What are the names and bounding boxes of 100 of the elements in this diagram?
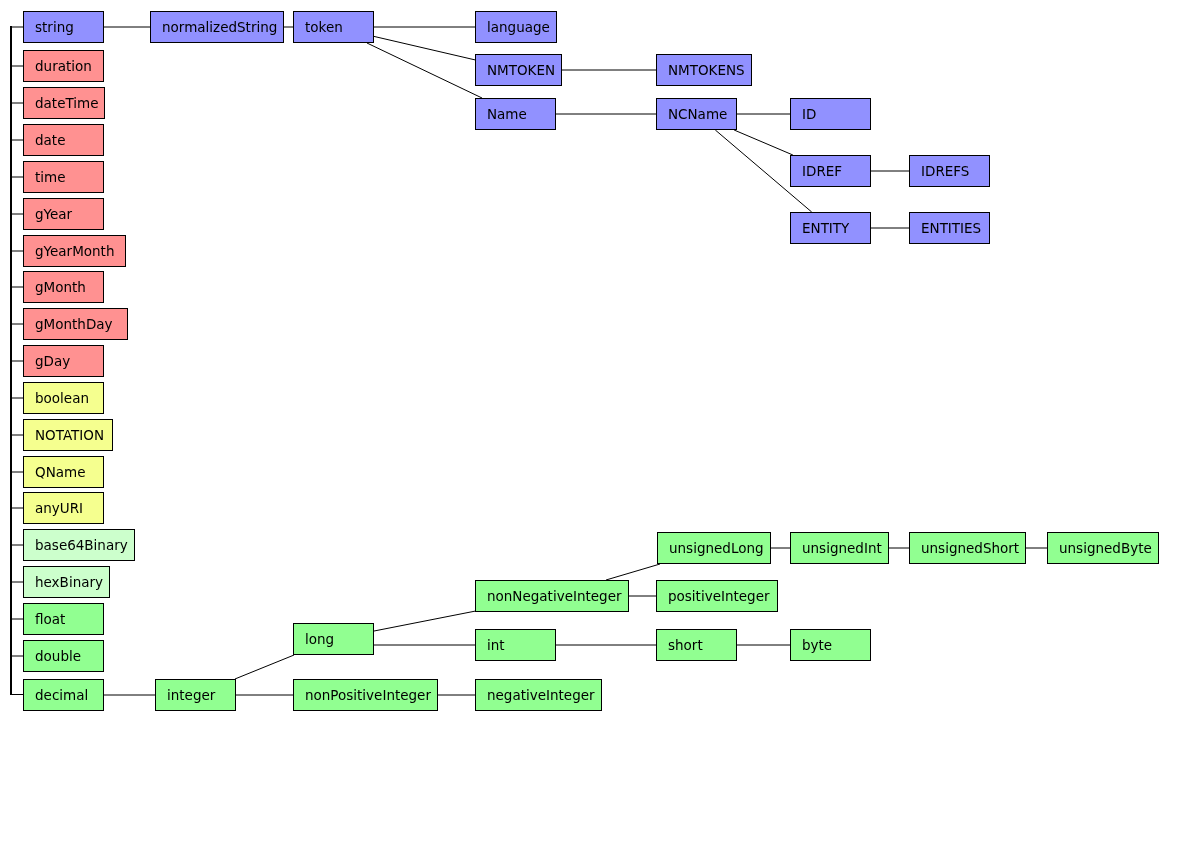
connector-line [11, 694, 24, 695]
type-box [23, 271, 104, 303]
connector-line [11, 139, 24, 141]
connector-line [234, 654, 295, 680]
connector-line [736, 113, 791, 115]
type-name: double [35, 648, 81, 664]
connector-line [870, 170, 910, 172]
type-box [23, 345, 104, 377]
connector-line [283, 26, 294, 28]
type-name: byte [802, 637, 833, 653]
type-name: gYear [35, 206, 73, 222]
type-name: unsignedLong [669, 540, 764, 556]
type-box [23, 529, 135, 561]
type-box [790, 155, 871, 187]
type-name: gDay [35, 353, 71, 369]
type-box [790, 212, 871, 244]
type-name: ENTITY [802, 220, 850, 236]
connector-line [373, 35, 476, 61]
type-name: NMTOKEN [487, 62, 556, 78]
type-name: unsignedByte [1059, 540, 1152, 556]
type-box [790, 98, 871, 130]
connector-line [561, 69, 657, 71]
type-name: IDREFS [921, 163, 970, 179]
type-box [23, 124, 104, 156]
connector-line [103, 694, 156, 696]
type-name: duration [35, 58, 92, 74]
type-box [23, 235, 126, 267]
type-box [790, 629, 871, 661]
type-name: nonPositiveInteger [305, 687, 431, 703]
type-box [293, 623, 374, 655]
connector-line [11, 581, 24, 583]
type-name: anyURI [35, 500, 84, 516]
connector-line [235, 694, 294, 696]
type-name: decimal [35, 687, 89, 703]
connector-line [11, 618, 24, 620]
type-name: gYearMonth [35, 243, 115, 259]
connector-line [11, 102, 24, 104]
connector-line [11, 250, 24, 252]
type-box [23, 679, 104, 711]
type-box [790, 532, 889, 564]
type-name: nonNegativeInteger [487, 588, 622, 604]
connector-line [11, 213, 24, 215]
type-name: string [35, 19, 74, 35]
type-box [293, 11, 374, 43]
type-name: normalizedString [162, 19, 278, 35]
type-box [23, 603, 104, 635]
type-box [475, 11, 557, 43]
connector-line [11, 360, 24, 362]
type-box [909, 532, 1027, 564]
type-name: language [487, 19, 550, 35]
connector-line [736, 644, 791, 646]
connector-line [11, 655, 24, 657]
type-box [656, 54, 752, 86]
type-name: long [305, 631, 335, 647]
connector-line [373, 610, 476, 632]
connector-line [11, 65, 24, 67]
connector-line [11, 434, 24, 436]
type-name: short [668, 637, 703, 653]
type-name: NOTATION [35, 427, 105, 443]
type-box [475, 580, 629, 612]
type-box [23, 308, 128, 340]
type-box [475, 98, 556, 130]
type-name: float [35, 611, 66, 627]
type-box [150, 11, 285, 43]
connector-line [103, 26, 151, 28]
type-name: dateTime [35, 95, 99, 111]
type-name: unsignedShort [921, 540, 1020, 556]
connector-line [870, 227, 910, 229]
type-name: IDREF [802, 163, 843, 179]
type-box [656, 629, 737, 661]
connector-line [770, 547, 791, 549]
type-name: time [35, 169, 66, 185]
type-box [155, 679, 236, 711]
connector-line [11, 176, 24, 178]
type-box [1047, 532, 1159, 564]
type-box [23, 640, 104, 672]
type-box [23, 11, 104, 43]
connector-line [714, 129, 813, 213]
type-box [909, 212, 990, 244]
connector-line [11, 507, 24, 509]
type-box [475, 679, 602, 711]
type-name: integer [167, 687, 216, 703]
connector-line [11, 544, 24, 546]
type-name: date [35, 132, 66, 148]
type-name: unsignedInt [802, 540, 882, 556]
type-name: Name [487, 106, 527, 122]
connector-line [373, 26, 476, 28]
connector-line [628, 595, 657, 597]
connector-line [366, 42, 483, 99]
type-box [23, 492, 104, 524]
connector-line [11, 397, 24, 399]
type-box [23, 161, 104, 193]
type-box [23, 566, 110, 598]
type-name: QName [35, 464, 86, 480]
type-name: ID [802, 106, 817, 122]
type-box [23, 198, 104, 230]
type-box [23, 87, 106, 119]
type-box [909, 155, 990, 187]
connector-line [437, 694, 476, 696]
type-box [23, 419, 113, 451]
